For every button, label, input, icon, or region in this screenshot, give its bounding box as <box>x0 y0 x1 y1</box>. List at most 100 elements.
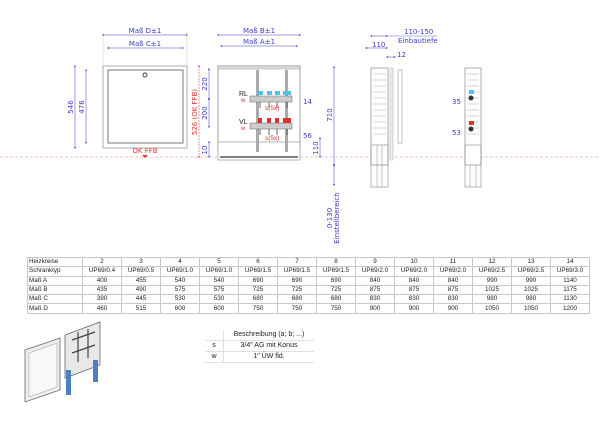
spec-cell: 390 <box>82 294 122 305</box>
spec-row-label: Maß A <box>27 275 83 286</box>
spec-cell: 875 <box>394 284 434 296</box>
spec-cell: 980 <box>511 294 551 305</box>
s5-label-top: s(5x) <box>265 105 279 112</box>
dim-d-label: Maß D±1 <box>129 27 162 35</box>
spec-cell: 445 <box>121 294 161 305</box>
spec-cell: 12 <box>472 256 512 268</box>
spec-row-label: Heizkreise <box>27 256 83 268</box>
spec-cell: 830 <box>355 294 395 305</box>
spec-cell: 4 <box>160 256 200 268</box>
spec-cell: 1130 <box>550 294 590 305</box>
description-key: s <box>205 340 224 352</box>
dim-220-label: 220 <box>201 77 209 90</box>
spec-cell: 9 <box>355 256 395 268</box>
spec-cell: 840 <box>355 275 395 286</box>
spec-cell: UP69/1.5 <box>277 266 317 277</box>
spec-row-label: Maß B <box>27 284 83 296</box>
adjust-range-caption: Einstellbereich <box>333 192 341 243</box>
spec-cell: UP69/2.5 <box>472 266 512 277</box>
spec-cell: 900 <box>394 303 434 314</box>
isometric-cabinet-image <box>24 321 101 403</box>
spec-cell: 830 <box>394 294 434 305</box>
spec-cell: 875 <box>355 284 395 296</box>
lock-icon <box>142 72 148 78</box>
spec-row-label: Maß D <box>27 303 83 314</box>
height-outer-label: 546 <box>67 100 75 114</box>
spec-cell: UP69/1.5 <box>238 266 278 277</box>
spec-cell: 990 <box>472 275 512 286</box>
side-view: 110-150 Einbautiefe 110 12 <box>365 28 438 188</box>
spec-cell: 600 <box>160 303 200 314</box>
spec-cell: 10 <box>394 256 434 268</box>
spec-cell: UP69/3.0 <box>550 266 590 277</box>
w-label-top: w <box>240 98 246 104</box>
spec-cell: 5 <box>199 256 239 268</box>
total-height-label: 526 (OK FFB) <box>191 89 199 135</box>
spec-cell: 460 <box>82 303 122 314</box>
description-value: 1" ÜW fld. <box>223 351 314 363</box>
dim-35-label: 35 <box>452 98 461 106</box>
spec-cell: 530 <box>160 294 200 305</box>
description-header-row: Beschreibung (a; b; ...) <box>205 330 314 341</box>
spec-cell: UP69/2.0 <box>433 266 473 277</box>
right-view: 35 53 <box>452 67 482 188</box>
description-header: Beschreibung (a; b; ...) <box>223 330 314 341</box>
spec-cell: 1025 <box>511 284 551 296</box>
spec-cell: 435 <box>82 284 122 296</box>
adjust-range-label: 0-130 <box>326 208 334 228</box>
spec-cell: 7 <box>277 256 317 268</box>
spec-cell: 750 <box>277 303 317 314</box>
spec-cell: 540 <box>199 275 239 286</box>
spec-cell: 1140 <box>550 275 590 286</box>
dim-14-label: 14 <box>303 98 312 106</box>
spec-cell: 14 <box>550 256 590 268</box>
spec-cell: 875 <box>433 284 473 296</box>
spec-cell: 1050 <box>511 303 551 314</box>
s5-label-bottom: s(5x) <box>265 135 279 142</box>
spec-cell: 1050 <box>472 303 512 314</box>
spec-cell: 900 <box>355 303 395 314</box>
return-label: RL <box>239 91 248 98</box>
spec-cell: 490 <box>121 284 161 296</box>
spec-cell: 1025 <box>472 284 512 296</box>
spec-cell: 515 <box>121 303 161 314</box>
spec-cell: UP69/2.0 <box>355 266 395 277</box>
description-key: w <box>205 351 224 363</box>
dim-710-label: 710 <box>326 108 334 121</box>
spec-cell: 600 <box>199 303 239 314</box>
spec-cell: 11 <box>433 256 473 268</box>
depth-range-caption: Einbautiefe <box>398 37 438 45</box>
spec-cell: 2 <box>82 256 122 268</box>
floor-label: OK FFB <box>132 147 157 155</box>
depth-range-label: 110-150 <box>404 28 433 36</box>
spec-row-label: Schranktyp <box>27 266 83 277</box>
spec-cell: 900 <box>433 303 473 314</box>
spec-cell: UP69/0.5 <box>121 266 161 277</box>
spec-cell: 8 <box>316 256 356 268</box>
spec-cell: 690 <box>316 275 356 286</box>
dim-a-label: Maß A±1 <box>243 38 275 46</box>
spec-cell: 725 <box>238 284 278 296</box>
spec-cell: UP69/1.0 <box>199 266 239 277</box>
spec-cell: 1175 <box>550 284 590 296</box>
w-label-bottom: w <box>240 126 246 132</box>
dim-53-label: 53 <box>452 129 461 137</box>
spec-cell: UP69/2.0 <box>394 266 434 277</box>
dim-56-label: 56 <box>303 132 312 140</box>
dim-200-label: 200 <box>201 106 209 119</box>
spec-cell: 13 <box>511 256 551 268</box>
dim-c-label: Maß C±1 <box>129 40 161 48</box>
spec-cell: 540 <box>160 275 200 286</box>
spec-cell: 690 <box>277 275 317 286</box>
spec-cell: 990 <box>511 275 551 286</box>
spec-cell: 680 <box>238 294 278 305</box>
spec-cell: 680 <box>316 294 356 305</box>
